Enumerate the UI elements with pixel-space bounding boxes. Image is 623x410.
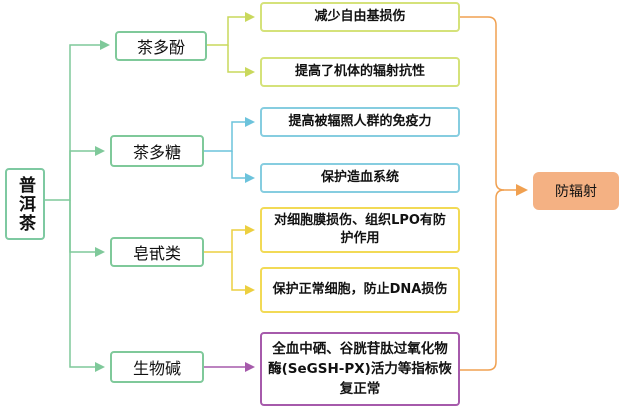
effect-membrane-lpo-protection: 对细胞膜损伤、组织LPO有防护作用 — [260, 207, 460, 253]
effect-radiation-resistance: 提高了机体的辐射抗性 — [260, 57, 460, 87]
effect-hematopoietic-protection: 保护造血系统 — [260, 163, 460, 193]
effect-label: 对细胞膜损伤、组织LPO有防护作用 — [274, 213, 446, 246]
category-label: 茶多糖 — [132, 143, 181, 162]
effect-label: 减少自由基损伤 — [314, 9, 406, 24]
effect-label: 全血中硒、谷胱苷肽过氧化物酶(SeGSH-PX)活力等指标恢复正常 — [268, 341, 452, 397]
connector-root-ps — [69, 146, 105, 200]
connector-ps-leaf3 — [204, 117, 255, 152]
category-tea-polysaccharide: 茶多糖 — [110, 135, 204, 167]
connector-tp-leaf2 — [227, 45, 255, 77]
effect-label: 保护造血系统 — [320, 170, 399, 185]
effect-blood-indicators-recovery: 全血中硒、谷胱苷肽过氧化物酶(SeGSH-PX)活力等指标恢复正常 — [260, 332, 460, 406]
root-connectors — [45, 40, 110, 372]
category-label: 茶多酚 — [136, 38, 185, 57]
result-radiation-protection: 防辐射 — [533, 172, 619, 210]
connector-sap-leaf5 — [204, 225, 255, 253]
ps-connectors — [204, 117, 255, 183]
effect-label: 提高被辐照人群的免疫力 — [288, 114, 432, 129]
category-label: 皂甙类 — [132, 244, 181, 263]
category-label: 生物碱 — [132, 359, 181, 378]
tp-connectors — [207, 12, 255, 77]
connector-tp-leaf1 — [207, 12, 255, 46]
result-bracket — [460, 16, 528, 371]
effect-reduce-free-radical-damage: 减少自由基损伤 — [260, 2, 460, 32]
effect-dna-protection: 保护正常细胞，防止DNA损伤 — [260, 267, 460, 313]
connector-root-alk — [69, 200, 105, 372]
connector-sap-leaf6 — [231, 252, 255, 295]
sap-connectors — [204, 225, 255, 295]
effect-immunity: 提高被辐照人群的免疫力 — [260, 107, 460, 137]
effect-label: 保护正常细胞，防止DNA损伤 — [272, 282, 448, 297]
result-label: 防辐射 — [555, 184, 597, 200]
connector-root-sap — [69, 200, 105, 257]
category-saponins: 皂甙类 — [110, 237, 204, 267]
connector-ps-leaf4 — [231, 151, 255, 183]
connector-root-tp — [45, 40, 110, 201]
category-tea-polyphenol: 茶多酚 — [115, 31, 207, 61]
root-node-puer-tea: 普洱茶 — [5, 168, 45, 240]
root-label: 普洱茶 — [15, 175, 35, 233]
effect-label: 提高了机体的辐射抗性 — [294, 64, 425, 79]
category-alkaloid: 生物碱 — [110, 351, 204, 383]
